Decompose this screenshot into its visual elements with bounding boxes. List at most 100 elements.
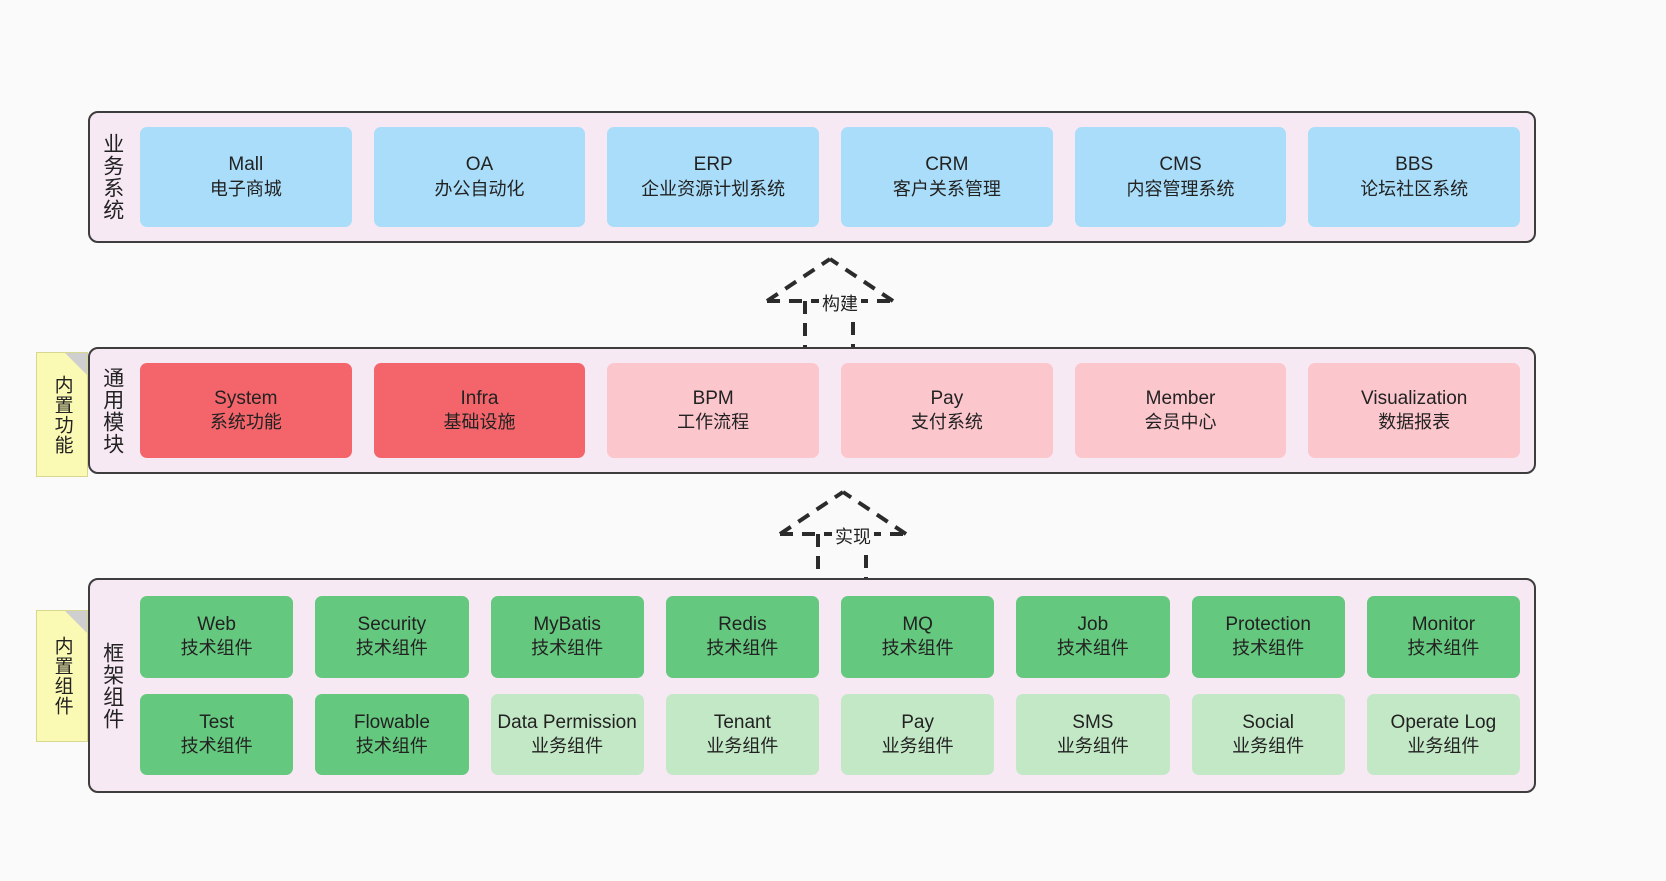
- node-title: BBS: [1395, 154, 1434, 176]
- node-subtitle: 办公自动化: [434, 178, 525, 199]
- node-mall[interactable]: Mall 电子商城: [140, 127, 352, 227]
- node-subtitle: 支付系统: [910, 412, 983, 433]
- node-subtitle: 业务组件: [1232, 735, 1305, 756]
- note-fold-corner-icon: [65, 353, 87, 375]
- node-subtitle: 客户关系管理: [892, 178, 1001, 199]
- node-subtitle: 业务组件: [881, 735, 954, 756]
- node-web[interactable]: Web 技术组件: [140, 596, 294, 678]
- node-system[interactable]: System 系统功能: [140, 363, 352, 458]
- node-title: Protection: [1225, 614, 1311, 636]
- node-title: Social: [1242, 711, 1294, 733]
- node-bpm[interactable]: BPM 工作流程: [607, 363, 820, 458]
- node-title: Flowable: [353, 711, 430, 733]
- node-mybatis[interactable]: MyBatis 技术组件: [490, 596, 644, 678]
- node-pay-component[interactable]: Pay 业务组件: [841, 693, 995, 775]
- layer-title-common-modules: 通用模块: [100, 366, 124, 455]
- node-redis[interactable]: Redis 技术组件: [665, 596, 819, 678]
- node-mq[interactable]: MQ 技术组件: [841, 596, 995, 678]
- node-sms[interactable]: SMS 业务组件: [1016, 693, 1170, 775]
- node-title: System: [214, 387, 278, 409]
- layer-business-systems: 业务系统 Mall 电子商城 OA 办公自动化 ERP 企业资源计划系统 CRM…: [88, 111, 1536, 243]
- node-subtitle: 系统功能: [209, 412, 282, 433]
- node-subtitle: 业务组件: [531, 735, 604, 756]
- node-title: Operate Log: [1390, 711, 1497, 733]
- node-security[interactable]: Security 技术组件: [315, 596, 469, 678]
- node-title: CMS: [1159, 154, 1202, 176]
- node-title: Tenant: [713, 711, 771, 733]
- node-subtitle: 技术组件: [355, 638, 428, 659]
- node-subtitle: 内容管理系统: [1126, 178, 1235, 199]
- node-subtitle: 技术组件: [1232, 638, 1305, 659]
- node-subtitle: 技术组件: [180, 638, 253, 659]
- node-data-permission[interactable]: Data Permission 业务组件: [490, 693, 644, 775]
- node-subtitle: 企业资源计划系统: [641, 178, 786, 199]
- node-title: Monitor: [1411, 614, 1476, 636]
- node-crm[interactable]: CRM 客户关系管理: [841, 127, 1053, 227]
- node-erp[interactable]: ERP 企业资源计划系统: [607, 127, 820, 227]
- node-protection[interactable]: Protection 技术组件: [1191, 596, 1345, 678]
- node-row: Mall 电子商城 OA 办公自动化 ERP 企业资源计划系统 CRM 客户关系…: [140, 127, 1521, 227]
- node-visualization[interactable]: Visualization 数据报表: [1308, 363, 1521, 458]
- node-cms[interactable]: CMS 内容管理系统: [1074, 127, 1287, 227]
- node-test[interactable]: Test 技术组件: [140, 693, 294, 775]
- layer-body-framework-components: Web 技术组件 Security 技术组件 MyBatis 技术组件 Redi…: [134, 580, 1534, 791]
- connector-label: 构建: [819, 290, 861, 316]
- node-member[interactable]: Member 会员中心: [1074, 363, 1287, 458]
- node-pay-module[interactable]: Pay 支付系统: [841, 363, 1053, 458]
- node-subtitle: 技术组件: [881, 638, 954, 659]
- node-title: Infra: [460, 387, 499, 409]
- node-oa[interactable]: OA 办公自动化: [373, 127, 586, 227]
- node-title: OA: [465, 154, 494, 176]
- note-text: 内置组件: [51, 636, 73, 716]
- node-title: Pay: [901, 711, 934, 733]
- node-bbs[interactable]: BBS 论坛社区系统: [1308, 127, 1521, 227]
- layer-title-business-systems: 业务系统: [100, 133, 124, 221]
- node-monitor[interactable]: Monitor 技术组件: [1366, 596, 1520, 678]
- connector-build: 构建: [757, 243, 917, 353]
- node-subtitle: 技术组件: [706, 638, 779, 659]
- node-infra[interactable]: Infra 基础设施: [373, 363, 586, 458]
- node-row: Test 技术组件 Flowable 技术组件 Data Permission …: [140, 693, 1520, 775]
- layer-body-business-systems: Mall 电子商城 OA 办公自动化 ERP 企业资源计划系统 CRM 客户关系…: [134, 113, 1534, 241]
- layer-framework-components: 框架组件 Web 技术组件 Security 技术组件 MyBatis 技术组件…: [88, 578, 1536, 793]
- node-subtitle: 技术组件: [531, 638, 604, 659]
- note-text: 内置功能: [51, 374, 73, 455]
- node-title: Mall: [228, 154, 264, 176]
- node-subtitle: 业务组件: [1407, 735, 1480, 756]
- node-row: Web 技术组件 Security 技术组件 MyBatis 技术组件 Redi…: [140, 596, 1520, 678]
- node-title: Security: [357, 614, 427, 636]
- node-title: ERP: [693, 154, 733, 176]
- node-title: Member: [1145, 387, 1216, 409]
- note-fold-corner-icon: [65, 611, 87, 633]
- node-job[interactable]: Job 技术组件: [1016, 596, 1170, 678]
- node-subtitle: 论坛社区系统: [1360, 178, 1469, 199]
- node-title: MQ: [902, 614, 933, 636]
- node-subtitle: 数据报表: [1378, 412, 1451, 433]
- node-flowable[interactable]: Flowable 技术组件: [315, 693, 469, 775]
- node-subtitle: 基础设施: [443, 412, 516, 433]
- node-title: Job: [1077, 614, 1109, 636]
- node-tenant[interactable]: Tenant 业务组件: [665, 693, 819, 775]
- node-subtitle: 业务组件: [706, 735, 779, 756]
- node-title: MyBatis: [533, 614, 601, 636]
- layer-body-common-modules: System 系统功能 Infra 基础设施 BPM 工作流程 Pay 支付系统…: [134, 349, 1534, 472]
- layer-title-framework-components: 框架组件: [100, 641, 124, 730]
- node-social[interactable]: Social 业务组件: [1191, 693, 1345, 775]
- node-title: Redis: [718, 614, 767, 636]
- note-builtin-features: 内置功能: [36, 352, 88, 477]
- node-row: System 系统功能 Infra 基础设施 BPM 工作流程 Pay 支付系统…: [140, 363, 1521, 458]
- node-title: BPM: [692, 387, 734, 409]
- node-title: Web: [197, 614, 236, 636]
- node-title: Visualization: [1361, 387, 1468, 409]
- layer-common-modules: 通用模块 System 系统功能 Infra 基础设施 BPM 工作流程 Pay…: [88, 347, 1536, 474]
- node-title: CRM: [925, 154, 969, 176]
- node-title: SMS: [1072, 711, 1114, 733]
- node-subtitle: 业务组件: [1056, 735, 1129, 756]
- connector-label: 实现: [832, 523, 874, 549]
- node-subtitle: 技术组件: [180, 735, 253, 756]
- node-subtitle: 会员中心: [1144, 412, 1217, 433]
- node-title: Test: [199, 711, 235, 733]
- node-operate-log[interactable]: Operate Log 业务组件: [1366, 693, 1520, 775]
- connector-implement: 实现: [770, 476, 930, 586]
